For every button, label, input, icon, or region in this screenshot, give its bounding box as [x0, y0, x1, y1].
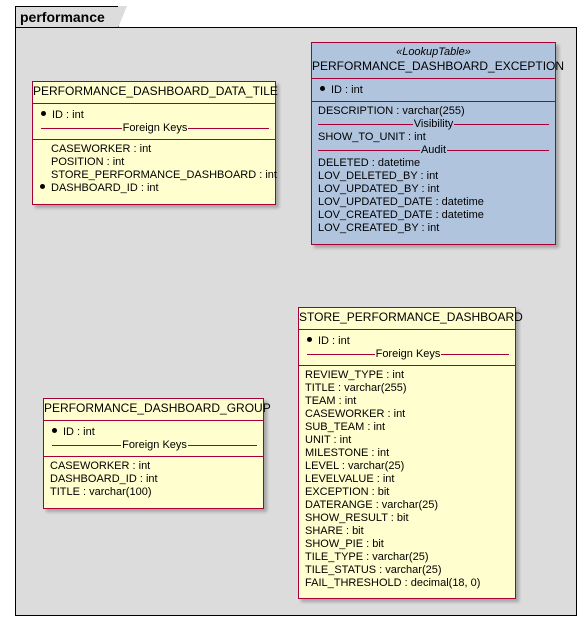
entity-pk-section: ID : int	[312, 79, 555, 101]
key-bullet-icon	[41, 111, 46, 116]
field: SHOW_RESULT : bit	[305, 512, 409, 524]
entity-performance-dashboard-data-tile: PERFORMANCE_DASHBOARD_DATA_TILE ID : int…	[32, 81, 278, 205]
field: DATERANGE : varchar(25)	[305, 499, 439, 511]
field: MILESTONE : int	[305, 447, 390, 459]
divider-visibility: Visibility	[318, 118, 549, 131]
field: SHARE : bit	[305, 525, 364, 537]
entity-title: PERFORMANCE_DASHBOARD_GROUP	[44, 401, 271, 415]
entity-performance-dashboard-group: PERFORMANCE_DASHBOARD_GROUP ID : int For…	[43, 398, 271, 509]
field: LOV_DELETED_BY : int	[318, 170, 439, 182]
package-tab: performance	[15, 5, 127, 28]
field: TEAM : int	[305, 395, 357, 407]
entity-fields-section: DESCRIPTION : varchar(255) Visibility SH…	[312, 102, 555, 238]
field: DELETED : datetime	[318, 157, 421, 169]
divider-foreign-keys: Foreign Keys	[52, 439, 257, 452]
field: UNIT : int	[305, 434, 352, 446]
field: CASEWORKER : int	[51, 143, 152, 155]
field: CASEWORKER : int	[50, 460, 151, 472]
entity-separator	[44, 456, 263, 457]
entity-separator	[312, 101, 555, 102]
field: SHOW_TO_UNIT : int	[318, 131, 426, 143]
entity-title: PERFORMANCE_DASHBOARD_DATA_TILE	[33, 84, 278, 98]
divider-foreign-keys: Foreign Keys	[41, 122, 269, 135]
entity-fields-section: CASEWORKER : int DASHBOARD_ID : int TITL…	[44, 457, 263, 502]
field: TITLE : varchar(100)	[50, 486, 152, 498]
field: LEVELVALUE : int	[305, 473, 395, 485]
key-bullet-icon	[52, 428, 57, 433]
entity-stereotype: «LookupTable»	[396, 46, 471, 58]
divider-audit: Audit	[318, 144, 549, 157]
field: DESCRIPTION : varchar(255)	[318, 105, 465, 117]
pk-field: ID : int	[41, 109, 269, 122]
pk-field: ID : int	[52, 426, 257, 439]
entity-title: STORE_PERFORMANCE_DASHBOARD	[299, 310, 523, 324]
field: TILE_STATUS : varchar(25)	[305, 564, 442, 576]
pk-field: ID : int	[307, 335, 509, 348]
field: LOV_CREATED_BY : int	[318, 222, 440, 234]
entity-separator	[33, 103, 275, 104]
entity-pk-section: ID : int Foreign Keys	[299, 330, 515, 365]
field: LEVEL : varchar(25)	[305, 460, 405, 472]
key-bullet-icon	[40, 184, 45, 189]
field: REVIEW_TYPE : int	[305, 369, 405, 381]
field: TILE_TYPE : varchar(25)	[305, 551, 429, 563]
field: SHOW_PIE : bit	[305, 538, 384, 550]
entity-pk-section: ID : int Foreign Keys	[44, 421, 263, 456]
pk-field: ID : int	[320, 84, 549, 97]
divider-foreign-keys: Foreign Keys	[307, 348, 509, 361]
key-bullet-icon	[307, 337, 312, 342]
entity-separator	[44, 420, 263, 421]
entity-performance-dashboard-exception: «LookupTable» PERFORMANCE_DASHBOARD_EXCE…	[311, 42, 565, 245]
entity-title: PERFORMANCE_DASHBOARD_EXCEPTION	[312, 59, 565, 73]
field: FAIL_THRESHOLD : decimal(18, 0)	[305, 577, 481, 589]
field: LOV_CREATED_DATE : datetime	[318, 209, 484, 221]
package-tab-notch	[118, 5, 127, 28]
package-name: performance	[20, 9, 105, 25]
entity-pk-section: ID : int Foreign Keys	[33, 104, 275, 139]
field: STORE_PERFORMANCE_DASHBOARD : int	[51, 169, 277, 181]
field: POSITION : int	[51, 156, 125, 168]
field: CASEWORKER : int	[305, 408, 406, 420]
entity-separator	[312, 78, 555, 79]
field: LOV_UPDATED_BY : int	[318, 183, 440, 195]
field: LOV_UPDATED_DATE : datetime	[318, 196, 484, 208]
field: SUB_TEAM : int	[305, 421, 386, 433]
entity-separator	[299, 329, 515, 330]
entity-separator	[33, 139, 275, 140]
field: TITLE : varchar(255)	[305, 382, 407, 394]
entity-fields-section: CASEWORKER : int POSITION : int STORE_PE…	[33, 140, 277, 198]
fk-field: DASHBOARD_ID : int	[40, 182, 269, 195]
entity-separator	[299, 365, 515, 366]
key-bullet-icon	[320, 86, 325, 91]
entity-store-performance-dashboard: STORE_PERFORMANCE_DASHBOARD ID : int For…	[298, 307, 523, 599]
field: EXCEPTION : bit	[305, 486, 390, 498]
field: DASHBOARD_ID : int	[50, 473, 158, 485]
entity-fields-section: REVIEW_TYPE : int TITLE : varchar(255) T…	[299, 366, 515, 593]
